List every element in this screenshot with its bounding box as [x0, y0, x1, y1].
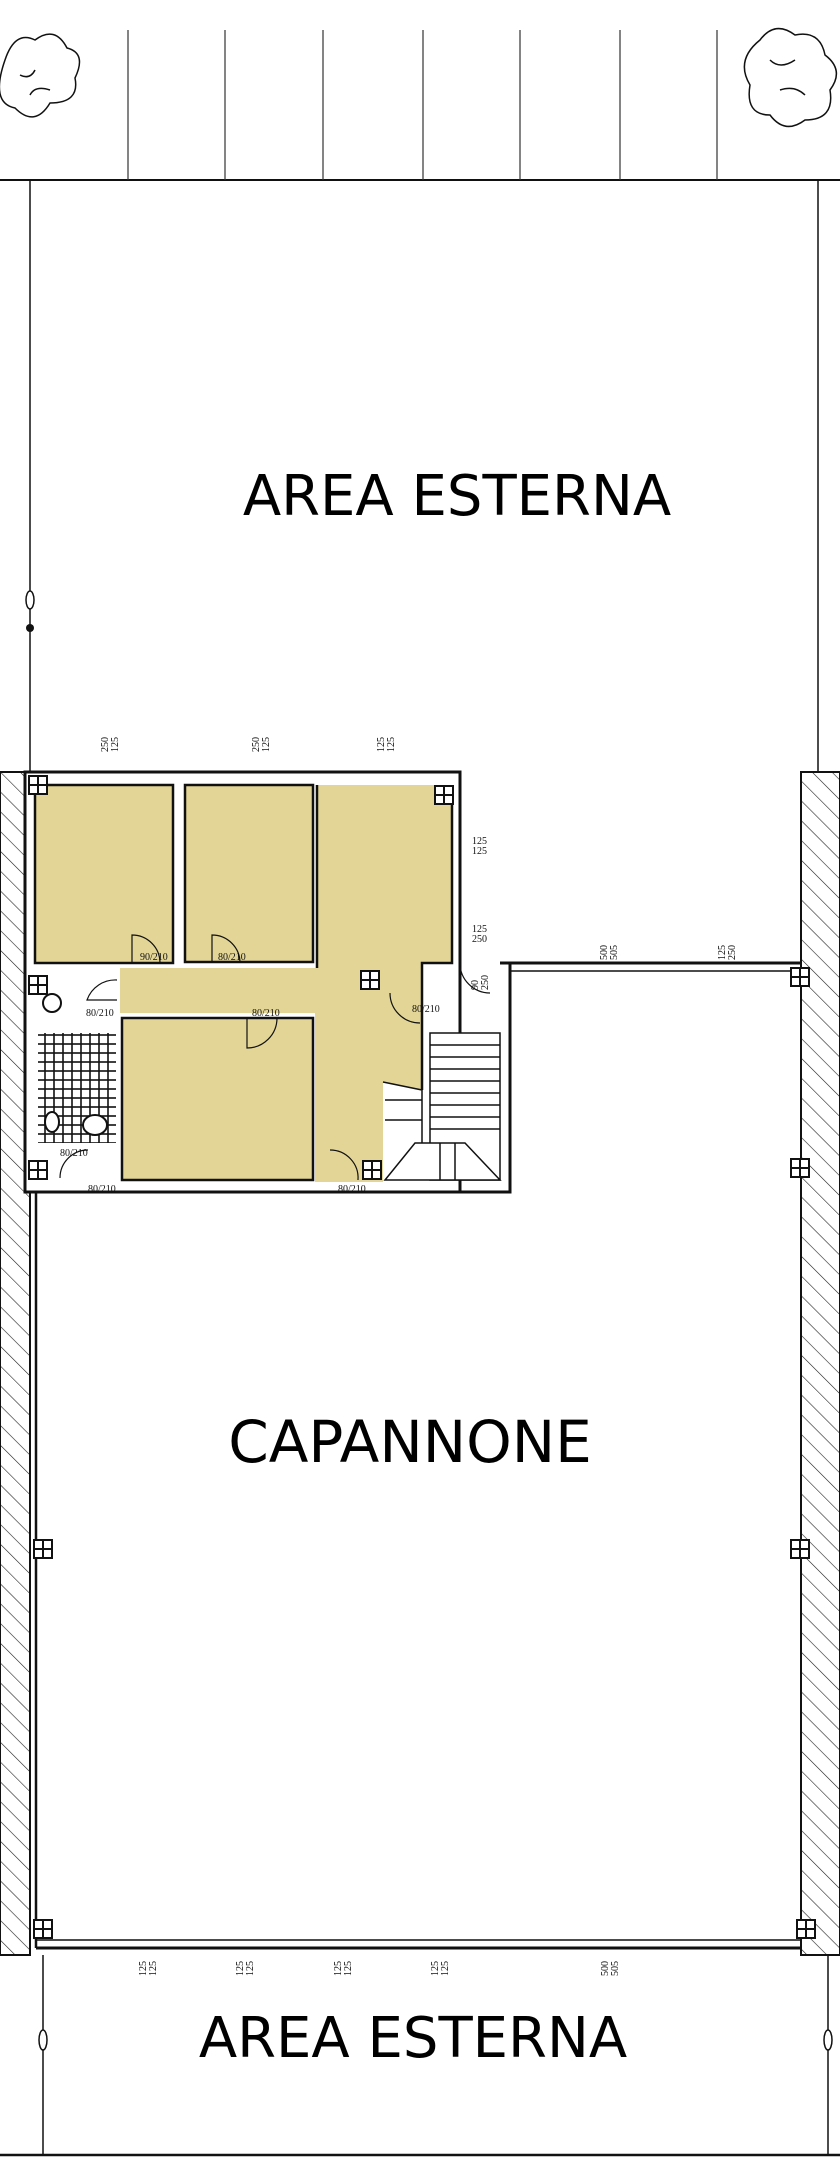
area-esterna-top-label: AREA ESTERNA	[243, 464, 671, 529]
dim-width: 125	[472, 924, 487, 935]
boundary-marker-icon	[38, 2029, 48, 2051]
dim-height: 125	[245, 1961, 256, 1976]
office-room-2	[183, 783, 315, 964]
door-dimension: 80/210	[86, 1008, 114, 1019]
door-swing	[86, 979, 118, 1001]
door-dimension: 80/210	[412, 1004, 440, 1015]
door-dimension: 80/210	[60, 1148, 88, 1159]
staircase	[382, 961, 512, 1194]
top-fence	[0, 30, 840, 181]
door-dimension: 80/210	[338, 1184, 366, 1195]
dim-width: 250	[100, 737, 111, 752]
dim-height: 125	[110, 737, 121, 752]
toilet-icon	[42, 993, 62, 1013]
door-dimension: 80/210	[252, 1008, 280, 1019]
office-room-3	[120, 1016, 315, 1182]
dim-height: 505	[610, 1961, 621, 1976]
door-swing	[389, 992, 421, 1024]
dim-height: 505	[609, 945, 620, 960]
dim-width: 125	[138, 1961, 149, 1976]
office-hall	[120, 785, 452, 1182]
dim-height: 250	[472, 934, 487, 945]
sink-icon	[82, 1114, 108, 1136]
door-swing	[59, 1149, 89, 1179]
dim-width: 125	[333, 1961, 344, 1976]
boundary-marker-icon	[25, 590, 35, 632]
area-esterna-bottom-label: AREA ESTERNA	[199, 2006, 627, 2071]
door-dimension: 80/210	[218, 952, 246, 963]
dim-height: 250	[727, 945, 738, 960]
office-block	[23, 770, 491, 1194]
dim-height: 125	[472, 846, 487, 857]
dim-width: 500	[599, 945, 610, 960]
toilet-icon	[44, 1111, 60, 1133]
door-swing	[459, 962, 491, 994]
door-swing	[211, 934, 241, 964]
door-swing	[246, 1017, 278, 1049]
dim-height: 125	[386, 737, 397, 752]
dim-width: 125	[376, 737, 387, 752]
dim-width: 500	[600, 1961, 611, 1976]
dim-width: 125	[235, 1961, 246, 1976]
dim-height: 125	[148, 1961, 159, 1976]
tree-icon	[743, 27, 838, 128]
dim-height: 250	[480, 975, 491, 990]
door-dimension: 80/210	[88, 1184, 116, 1195]
door-swing	[329, 1149, 359, 1181]
right-hatched-wall	[800, 771, 840, 1956]
dim-width: 90	[470, 980, 481, 990]
office-room-1	[33, 783, 175, 965]
dim-width: 125	[717, 945, 728, 960]
dim-height: 125	[261, 737, 272, 752]
dim-height: 125	[343, 1961, 354, 1976]
dim-width: 125	[472, 836, 487, 847]
dim-width: 125	[430, 1961, 441, 1976]
warehouse-walls	[33, 961, 816, 1950]
door-dimension: 90/210	[140, 952, 168, 963]
tree-icon	[0, 33, 81, 118]
dim-height: 125	[440, 1961, 451, 1976]
dim-width: 250	[251, 737, 262, 752]
capannone-label: CAPANNONE	[228, 1408, 592, 1476]
door-swing	[131, 934, 161, 964]
boundary-marker-icon	[823, 2029, 833, 2051]
